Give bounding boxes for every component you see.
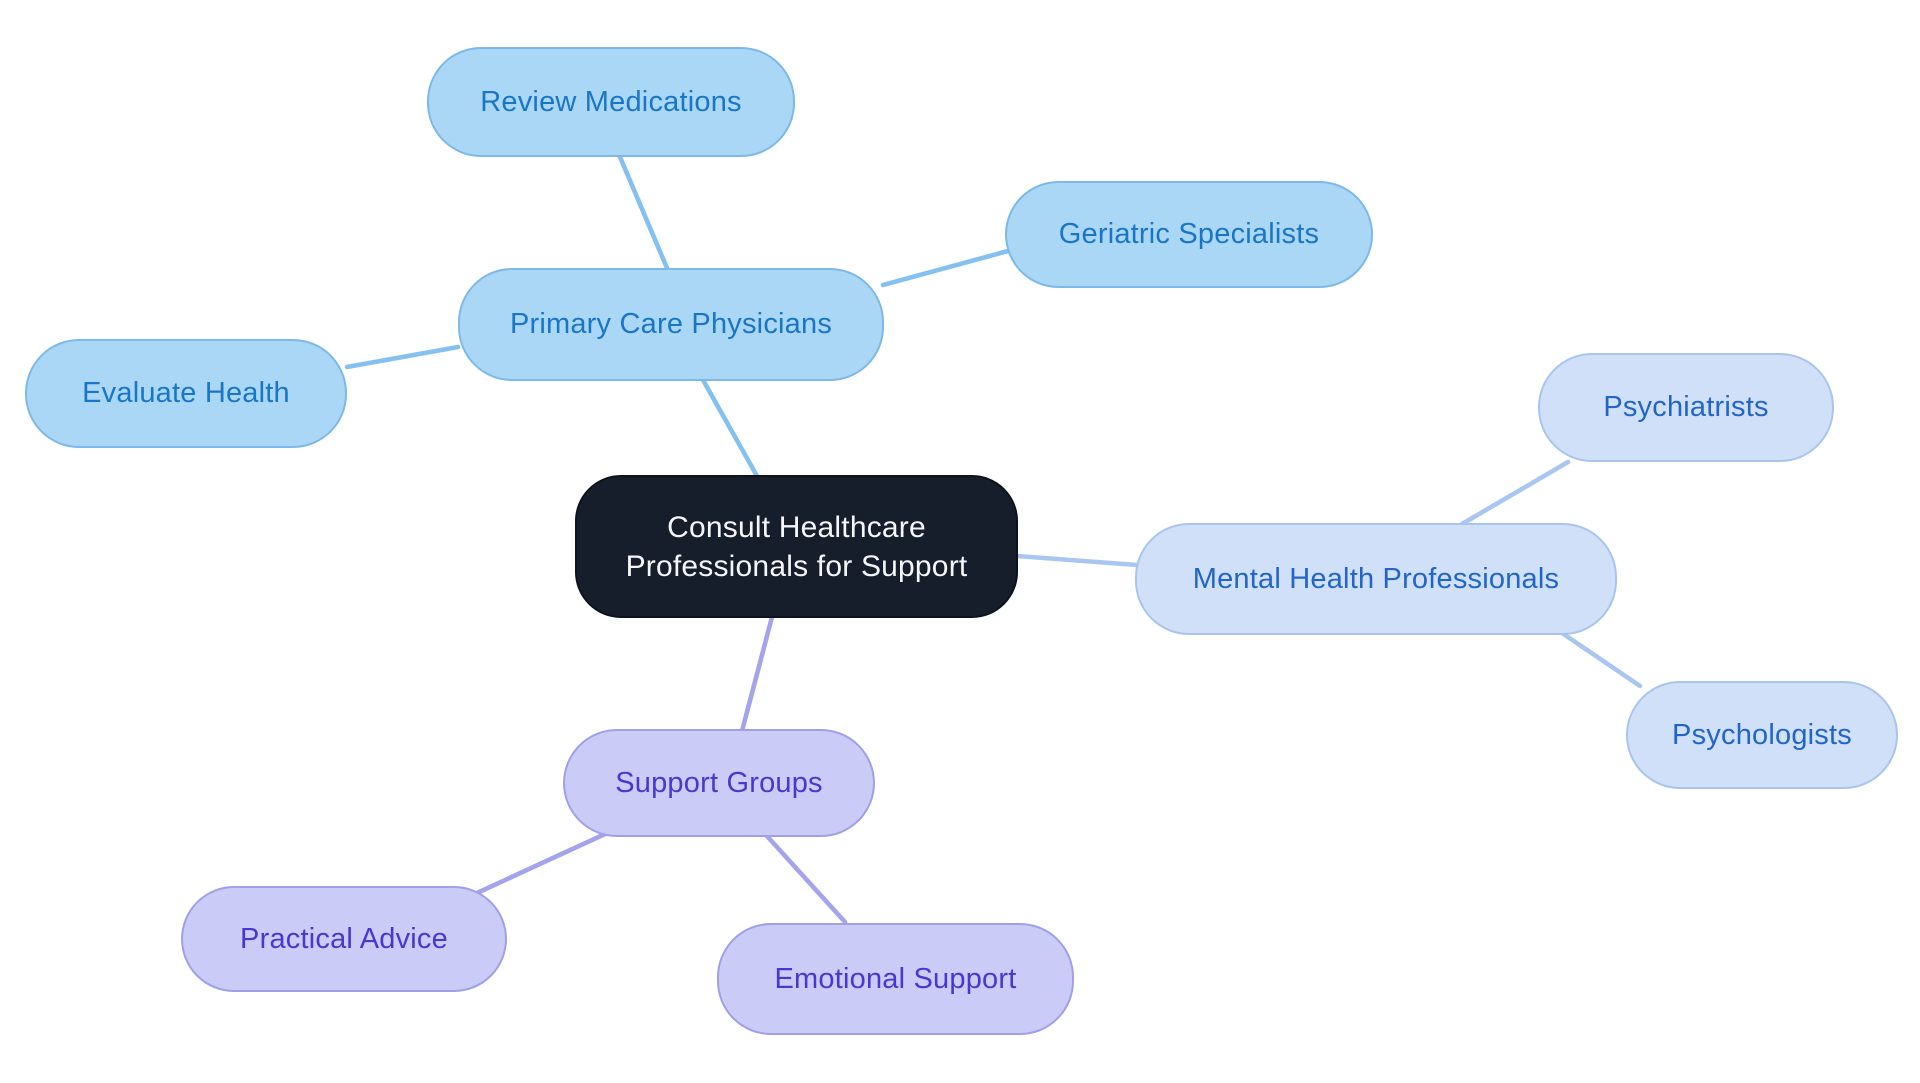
node-psychologists-label: Psychologists: [1672, 718, 1852, 751]
edge-primary-care-evaluate-health: [344, 344, 461, 370]
node-practical-advice: Practical Advice: [181, 886, 507, 992]
node-psychiatrists-label: Psychiatrists: [1603, 391, 1769, 424]
node-mental-health-professionals-label: Mental Health Professionals: [1192, 562, 1560, 595]
edge-support-groups-emotional-support: [763, 832, 848, 925]
node-support-groups-label: Support Groups: [615, 766, 823, 799]
node-evaluate-health-label: Evaluate Health: [82, 377, 290, 410]
edge-mental-health-psychologists: [1559, 630, 1643, 689]
node-central-topic-label: Consult Healthcare Professionals for Sup…: [625, 510, 968, 583]
node-primary-care-physicians: Primary Care Physicians: [458, 268, 884, 381]
node-psychologists: Psychologists: [1626, 681, 1898, 789]
edge-primary-care-geriatric-specialists: [880, 248, 1011, 288]
node-emotional-support: Emotional Support: [717, 923, 1074, 1035]
node-support-groups: Support Groups: [563, 729, 875, 837]
node-emotional-support-label: Emotional Support: [774, 962, 1017, 995]
edge-central-mental-health: [1014, 553, 1140, 568]
node-mental-health-professionals: Mental Health Professionals: [1135, 523, 1617, 635]
edge-support-groups-practical-advice: [474, 831, 608, 896]
node-practical-advice-label: Practical Advice: [240, 922, 448, 955]
node-review-medications-label: Review Medications: [480, 85, 742, 118]
node-review-medications: Review Medications: [427, 47, 795, 157]
edge-mental-health-psychiatrists: [1459, 459, 1571, 527]
node-geriatric-specialists: Geriatric Specialists: [1005, 181, 1373, 288]
node-primary-care-physicians-label: Primary Care Physicians: [509, 308, 833, 341]
edge-central-support-groups: [739, 614, 775, 734]
node-evaluate-health: Evaluate Health: [25, 339, 347, 448]
edge-primary-care-review-medications: [617, 154, 670, 271]
node-central-topic: Consult Healthcare Professionals for Sup…: [575, 475, 1018, 618]
node-geriatric-specialists-label: Geriatric Specialists: [1058, 218, 1320, 251]
node-psychiatrists: Psychiatrists: [1538, 353, 1834, 462]
edge-central-primary-care: [700, 377, 760, 479]
